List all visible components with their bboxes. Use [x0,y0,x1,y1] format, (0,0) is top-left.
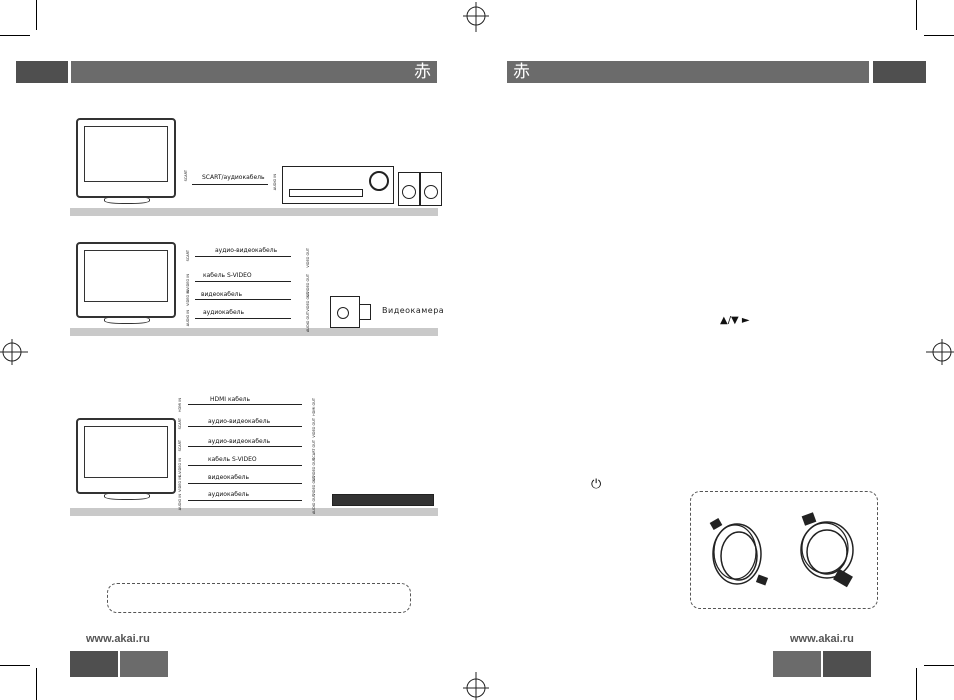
cable [188,426,302,427]
cable-label: кабель S-VIDEO [203,272,252,279]
crop-mark [916,0,917,30]
nav-arrows-symbol: ▲/▼ ► [720,315,750,326]
cable [188,404,302,405]
hdmi-cable-icon [709,518,769,586]
port-label: VIDEO IN [178,476,182,492]
cable [188,500,302,501]
floor-strip [70,208,438,216]
tv-icon [76,242,176,318]
crop-mark [924,35,954,36]
cable-label: SCART/аудиокабель [202,174,265,181]
port-label: VIDEO IN [186,290,190,306]
tv-icon [76,118,176,198]
cable-label: аудио-видеокабель [208,438,271,445]
port-label: SCART [186,250,190,262]
port-label: HDMI IN [178,398,182,413]
crop-mark [0,35,30,36]
port-label: SCART [178,418,182,430]
left-header-bar: 赤 [71,61,437,83]
camcorder-lens [359,304,371,320]
cable-label: аудиокабель [203,309,245,316]
cable [195,299,291,300]
cable [195,256,291,257]
port-label: VIDEO OUT [312,476,316,496]
header-mark: 赤 [513,62,530,82]
registration-mark [463,672,489,700]
cables-box [690,491,878,609]
tv-stand [104,492,150,500]
cable [192,184,268,185]
cable [195,281,291,282]
floor-strip [70,508,438,516]
crop-mark [924,665,954,666]
left-header-tab [16,61,68,83]
diagram-amplifier: SCART SCART/аудиокабель AUDIO IN [70,110,442,218]
port-label: SCART [184,170,188,182]
website-link[interactable]: www.akai.ru [86,633,150,645]
scart-cable-icon [800,512,854,588]
port-label: VIDEO OUT [306,248,310,268]
note-box [107,583,411,613]
crop-mark [36,0,37,30]
crop-mark [36,668,37,700]
speaker-icon [398,172,420,206]
port-label: S-VIDEO IN [178,458,182,478]
port-label: VIDEO OUT [306,292,310,312]
cable-label: аудио-видеокабель [208,418,271,425]
cable [195,318,291,319]
power-icon: ⏻ [591,477,602,492]
cable [188,483,302,484]
cable-label: кабель S-VIDEO [208,456,257,463]
port-label: SCART [178,440,182,452]
port-label: AUDIO IN [273,174,277,191]
tv-stand [104,316,150,324]
right-header-bar: 赤 [507,61,869,83]
left-footer-tab [120,651,168,677]
camcorder-icon [330,296,360,328]
header-mark: 赤 [414,62,431,82]
registration-mark [926,339,954,365]
port-label: AUDIO OUT [312,494,316,515]
cable [188,465,302,466]
port-label: AUDIO OUT [306,312,310,333]
cable-label: HDMI кабель [210,396,251,403]
dvd-player-icon [332,494,434,506]
port-label: VIDEO OUT [312,418,316,438]
port-label: HDMI OUT [312,398,316,416]
amplifier-icon [282,166,394,204]
registration-mark [463,2,489,32]
cable-label: аудиокабель [208,491,250,498]
right-footer-tab [773,651,821,677]
speaker-icon [420,172,442,206]
diagram-dvd-player: HDMI IN HDMI кабель HDMI OUT SCART аудио… [70,390,438,518]
device-label: Видеокамера [382,306,445,315]
cable-label: аудио-видеокабель [215,247,278,254]
tv-icon [76,418,176,494]
cable-label: видеокабель [208,474,250,481]
right-header-tab [873,61,926,83]
left-footer-tab [70,651,118,677]
website-link[interactable]: www.akai.ru [790,633,854,645]
port-label: AUDIO IN [178,494,182,511]
right-footer-tab [823,651,871,677]
port-label: AUDIO IN [186,310,190,327]
cable [188,446,302,447]
floor-strip [70,328,438,336]
cable-label: видеокабель [201,291,243,298]
crop-mark [0,665,30,666]
diagram-camcorder: SCART аудио-видеокабель VIDEO OUT S-VIDE… [70,236,444,340]
crop-mark [916,668,917,700]
tv-stand [104,196,150,204]
registration-mark [0,339,28,365]
